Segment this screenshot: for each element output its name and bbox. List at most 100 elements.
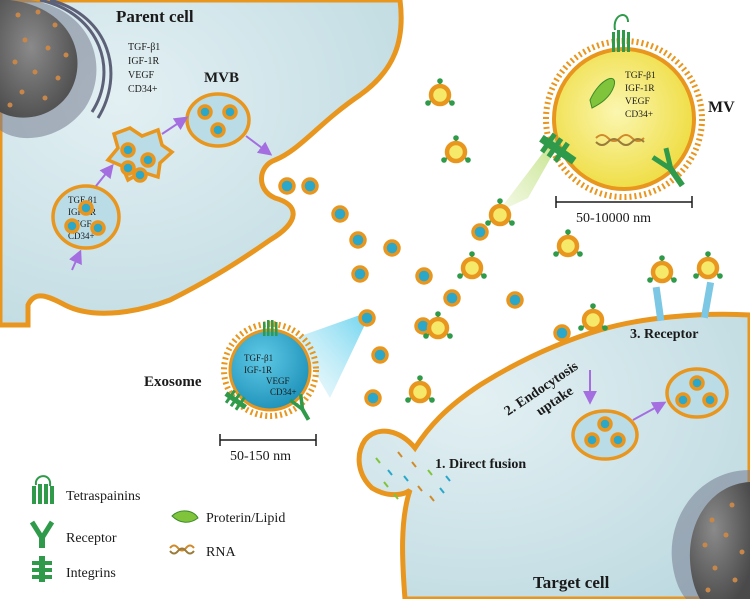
- legend: Tetraspainins Receptor Integrins Proteri…: [29, 475, 285, 582]
- microvesicle-particle: [647, 255, 677, 284]
- exosome-particle: [364, 389, 382, 407]
- exosome-particle: [140, 152, 156, 168]
- exosome-size-label: 50-150 nm: [230, 449, 291, 464]
- exosome-particle: [471, 223, 489, 241]
- fusion-debris-fragment: [411, 461, 417, 468]
- fusion-debris-fragment: [417, 485, 423, 492]
- mv-cargo-4: CD34+: [625, 110, 653, 120]
- exosome-particle: [349, 231, 367, 249]
- parent-cargo-3: VEGF: [128, 70, 155, 81]
- exosome-zoom-beam: [295, 315, 368, 398]
- target-cell: Target cell 1. Direct fusion 2. Endocyto…: [356, 281, 750, 599]
- fusion-debris-fragment: [383, 481, 389, 488]
- exosome-particle: [78, 200, 94, 216]
- exosome-cargo-4: CD34+: [270, 387, 297, 397]
- fusion-debris: [375, 451, 451, 502]
- fusion-debris-fragment: [439, 487, 445, 494]
- mv-scale-bar: [555, 196, 693, 208]
- arrow-membrane-to-endosome: [69, 249, 82, 271]
- exosome-scale-bar: [219, 434, 317, 446]
- exosome-particle: [675, 392, 691, 408]
- mechanism-receptor: 3. Receptor: [630, 327, 698, 342]
- exosome-particle: [90, 220, 106, 236]
- exosome-particle: [358, 309, 376, 327]
- exosome-label: Exosome: [144, 374, 202, 390]
- endosome-cargo-1: TGF-β1: [68, 195, 97, 205]
- parent-cell-title: Parent cell: [116, 7, 194, 26]
- receptor-stalk: [700, 281, 715, 319]
- mechanism-direct-fusion: 1. Direct fusion: [435, 457, 526, 472]
- exosome-particle: [597, 416, 613, 432]
- legend-rna-icon: [169, 544, 195, 555]
- exosome-particle: [301, 177, 319, 195]
- exosome-cargo-3: VEGF: [266, 376, 290, 386]
- microvesicle-particle: [693, 251, 723, 280]
- mv-tetraspanin-icon: [612, 14, 630, 52]
- vesicle-layer: [64, 78, 723, 448]
- exosome-particle: [506, 291, 524, 309]
- exosome-particle: [443, 289, 461, 307]
- target-cell-body: [356, 311, 750, 599]
- arrow-endosome-to-late: [95, 163, 114, 187]
- mv-receptor-icon: [651, 147, 685, 188]
- arrow-endosome-to-mvb-target: [632, 401, 667, 421]
- fusion-debris-fragment: [393, 493, 399, 500]
- parent-nucleus: [0, 0, 113, 139]
- legend-receptor-label: Receptor: [66, 531, 117, 546]
- arrow-late-to-mvb: [161, 116, 189, 135]
- microvesicle-particle: [578, 303, 608, 332]
- exosome-particle: [383, 239, 401, 257]
- fusion-debris-fragment: [403, 475, 409, 482]
- mv-cargo-1: TGF-β1: [625, 71, 656, 81]
- exosome-particle: [64, 218, 80, 234]
- exosome-detail: TGF-β1 IGF-1R VEGF CD34+ Exosome 50-150 …: [144, 320, 319, 464]
- exosome-cargo-2: IGF-1R: [244, 365, 272, 375]
- legend-tetraspainins-icon: [32, 475, 54, 504]
- exosome-particle: [331, 205, 349, 223]
- exosome-particle: [132, 167, 148, 183]
- microvesicle-particle: [423, 311, 453, 340]
- exosome-cargo-1: TGF-β1: [244, 353, 273, 363]
- exosome-integrin-icon: [224, 389, 247, 411]
- target-cell-title: Target cell: [533, 573, 610, 592]
- mv-rna-icon: [595, 134, 645, 146]
- legend-protein-label: Proterin/Lipid: [206, 511, 285, 526]
- microvesicle-particle: [441, 135, 471, 164]
- legend-receptor-icon: [29, 520, 55, 548]
- fusion-debris-fragment: [397, 451, 403, 458]
- exosome-particle: [120, 142, 136, 158]
- exosome-particle: [415, 267, 433, 285]
- fusion-debris-fragment: [387, 469, 393, 476]
- legend-integrins-label: Integrins: [66, 566, 116, 581]
- endosome-cargo-4: CD34+: [68, 231, 95, 241]
- exosome-particle: [584, 432, 600, 448]
- fusion-debris-fragment: [445, 475, 451, 482]
- exosome-particle: [210, 122, 226, 138]
- microvesicle-particle: [457, 251, 487, 280]
- legend-rna-label: RNA: [206, 545, 236, 560]
- microvesicle-particle: [553, 229, 583, 258]
- microvesicle-particle: [405, 375, 435, 404]
- arrow-mvb-to-membrane: [245, 135, 273, 156]
- parent-cargo-1: TGF-β1: [128, 42, 160, 53]
- fusion-debris-fragment: [429, 495, 435, 502]
- mv-protein-icon: [589, 77, 616, 109]
- fusion-debris-fragment: [427, 469, 433, 476]
- exosome-particle: [351, 265, 369, 283]
- mv-cargo-2: IGF-1R: [625, 84, 655, 94]
- target-nucleus: [671, 470, 750, 599]
- exosome-particle: [371, 346, 389, 364]
- parent-cargo-2: IGF-1R: [128, 56, 159, 67]
- fusion-debris-fragment: [375, 457, 381, 464]
- exosome-particle: [222, 104, 238, 120]
- exosome-particle: [120, 160, 136, 176]
- mv-label: MV: [708, 99, 735, 116]
- mv-size-label: 50-10000 nm: [576, 211, 651, 226]
- exosome-receptor-icon: [289, 393, 311, 421]
- mv-cargo-3: VEGF: [625, 97, 650, 107]
- microvesicle-particle: [425, 78, 455, 107]
- microvesicle-particle: [485, 198, 515, 227]
- mv-detail: TGF-β1 IGF-1R VEGF CD34+ MV: [539, 14, 735, 226]
